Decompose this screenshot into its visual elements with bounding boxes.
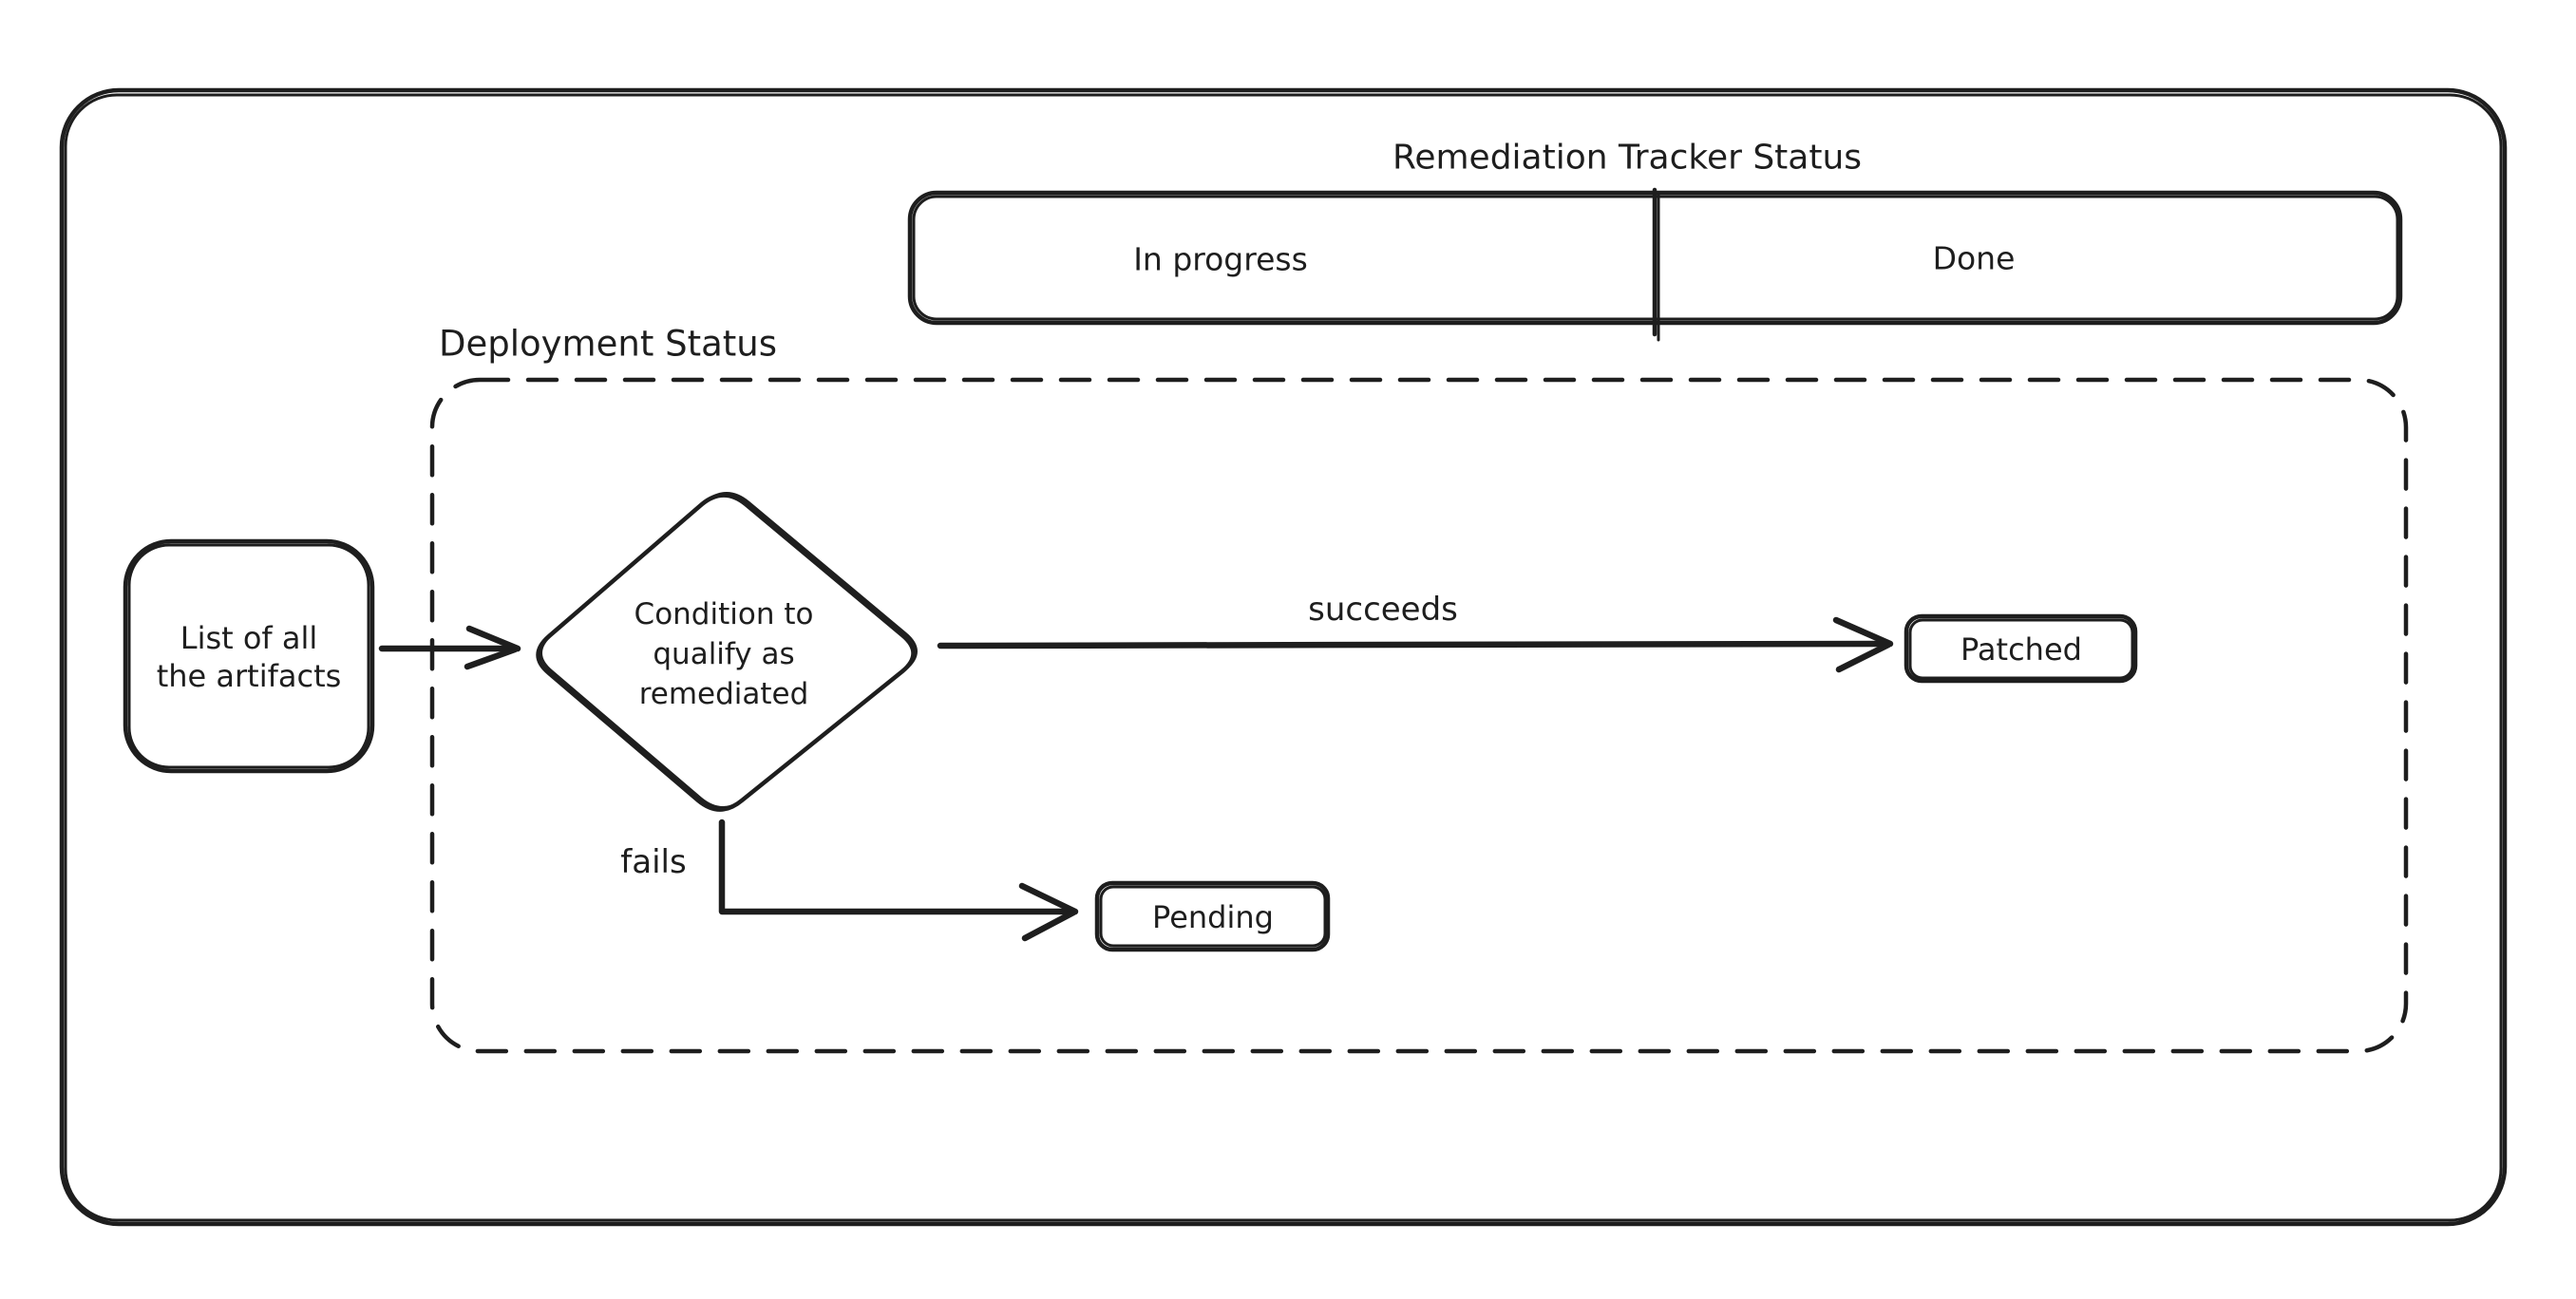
patched-node-box (1904, 613, 2138, 684)
pending-node-label: Pending (1152, 899, 1274, 935)
deployment-group-box (429, 377, 2409, 1054)
diagram-title: Remediation Tracker Status (1392, 138, 1863, 178)
tracker-cell-done: Done (1932, 239, 2016, 277)
arrow-head-upper (1018, 882, 1079, 915)
arrow-head-lower (464, 646, 519, 670)
arrow-head-lower (1021, 909, 1077, 942)
arrow-head-upper (465, 625, 521, 652)
arrow-shaft (718, 819, 1075, 915)
condition-diamond (536, 492, 918, 812)
arrow-head-upper (1832, 616, 1894, 648)
patched-node-stroke (1904, 613, 2138, 684)
pending-node-stroke (1094, 880, 1331, 952)
artifacts-node-stroke (123, 538, 375, 774)
patched-node-label: Patched (1960, 631, 2082, 668)
pending-node-stroke-2 (1099, 885, 1327, 948)
artifacts-label-line1: List of all (180, 620, 318, 656)
tracker-cell-in-progress: In progress (1133, 240, 1308, 278)
artifacts-node-stroke-2 (127, 543, 370, 769)
artifacts-label-line2: the artifacts (156, 658, 342, 694)
arrow-head-lower (1835, 641, 1892, 673)
deployment-group-label: Deployment Status (439, 323, 777, 365)
artifacts-to-condition-arrow (378, 625, 521, 670)
outer-frame-stroke (59, 87, 2508, 1227)
condition-label-line2: qualify as (653, 637, 795, 671)
succeeds-arrow (937, 616, 1894, 673)
condition-label-line3: remediated (638, 677, 809, 711)
arrow-shaft (937, 640, 1890, 650)
outer-frame (59, 87, 2508, 1227)
pending-node-box (1094, 880, 1331, 952)
fails-edge-label: fails (620, 843, 687, 881)
tracker-bar-box (907, 187, 2403, 342)
condition-label-line1: Condition to (634, 597, 814, 631)
patched-node-stroke-2 (1908, 618, 2134, 680)
outer-frame-stroke-2 (64, 93, 2503, 1222)
artifacts-node-box (123, 538, 375, 774)
succeeds-edge-label: succeeds (1308, 591, 1458, 629)
condition-diamond-stroke-2 (540, 492, 918, 809)
fails-arrow (718, 819, 1079, 942)
